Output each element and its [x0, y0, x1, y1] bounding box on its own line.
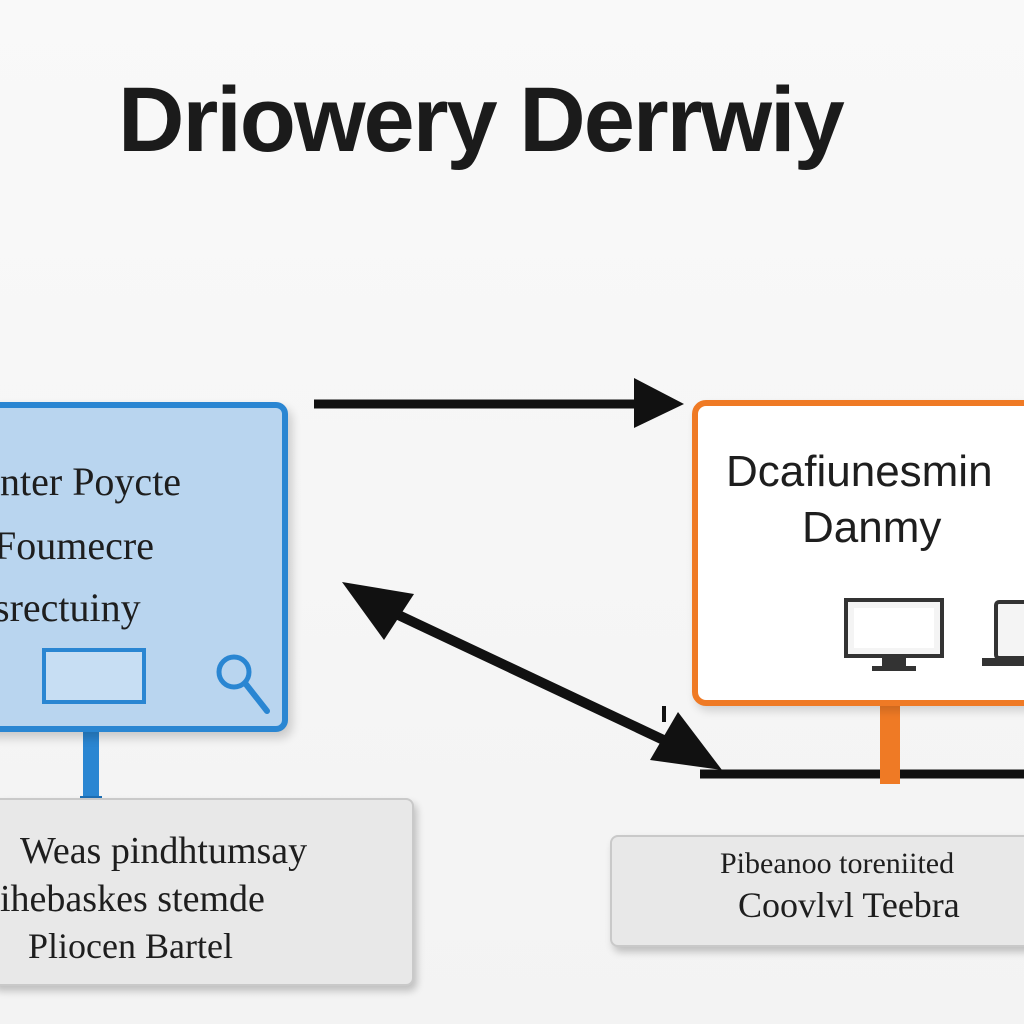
return-arrowhead-lower: [650, 712, 722, 770]
left-panel: nter Poycte Foumecre srectuiny: [0, 402, 288, 732]
diagram-title: Driowery Derrwiy: [118, 69, 845, 171]
return-arrow-line: [389, 607, 675, 749]
monitor-icon: [844, 598, 944, 671]
left-panel-line-1: nter Poycte: [0, 459, 182, 504]
laptop-icon: [982, 600, 1024, 666]
left-note-line-3: Pliocen Bartel: [28, 926, 233, 966]
left-panel-line-3: srectuiny: [0, 585, 141, 630]
magnifier-icon: [216, 654, 270, 714]
return-arrowhead-upper: [342, 582, 414, 640]
right-panel-line-1: Dcafiunesmin: [726, 447, 993, 496]
right-panel: Dcafiunesmin Danmy: [692, 400, 1024, 706]
forward-arrowhead: [634, 378, 684, 428]
left-note-line-1: Weas pindhtumsay: [20, 830, 308, 872]
rectangle-icon: [42, 648, 146, 704]
left-panel-stem: [83, 728, 99, 802]
right-note-box: Pibeanoo toreniited Coovlvl Teebra: [610, 835, 1024, 947]
right-panel-line-2: Danmy: [802, 503, 942, 552]
right-note-line-2: Coovlvl Teebra: [738, 885, 960, 925]
right-panel-stem: [880, 704, 900, 784]
left-panel-line-2: Foumecre: [0, 523, 154, 568]
right-note-line-1: Pibeanoo toreniited: [720, 847, 955, 880]
left-note-box: Weas pindhtumsay ihebaskes stemde Plioce…: [0, 798, 414, 986]
left-note-line-2: ihebaskes stemde: [0, 878, 265, 920]
